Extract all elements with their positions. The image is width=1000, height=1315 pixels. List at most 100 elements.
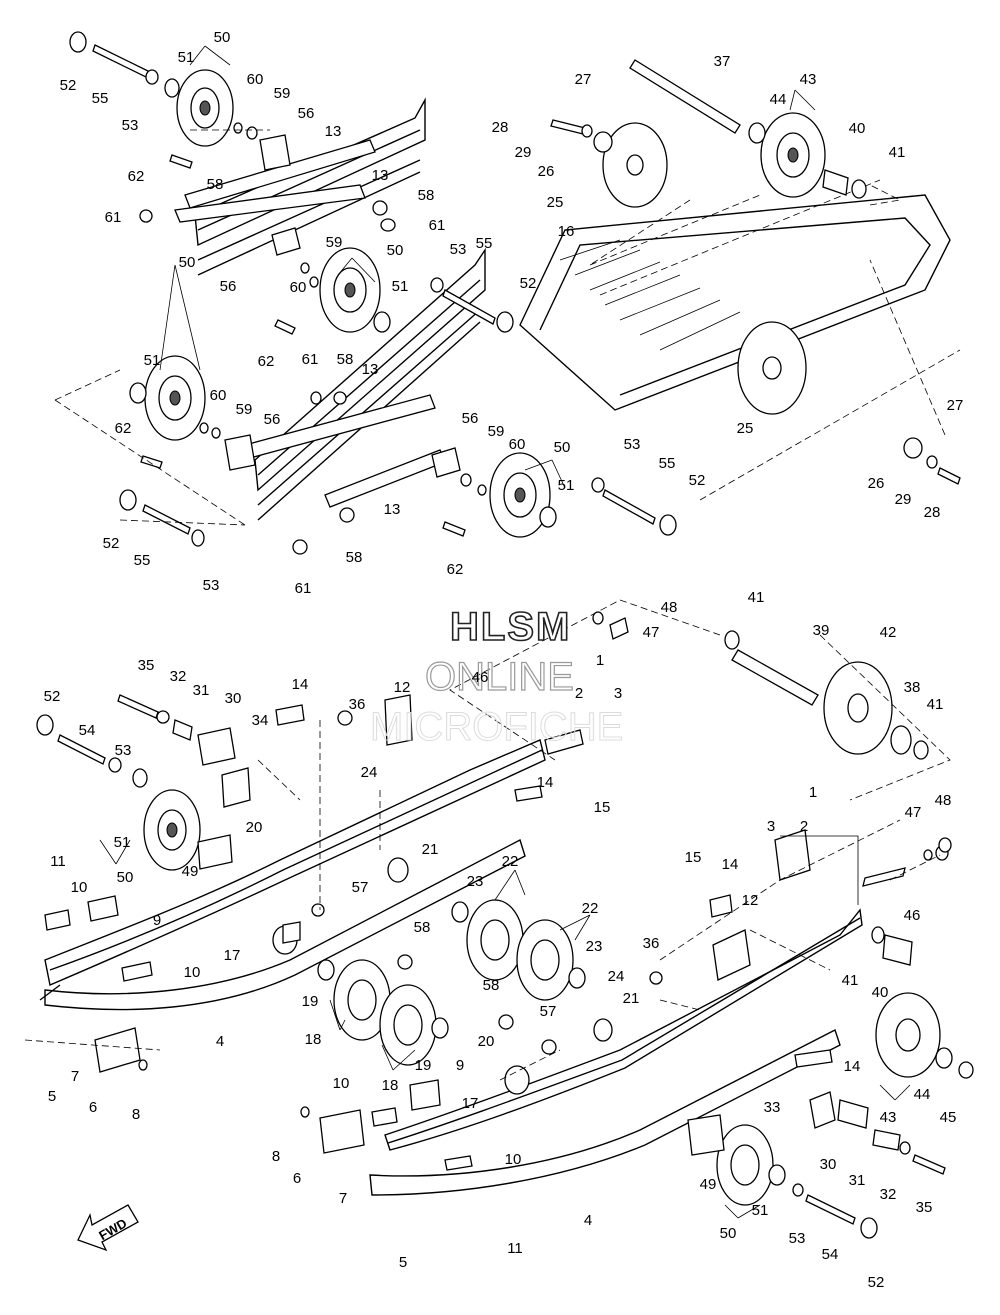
callout-41: 41	[889, 144, 906, 161]
callout-56: 56	[298, 105, 315, 122]
callout-8: 8	[272, 1148, 280, 1165]
callout-59: 59	[274, 85, 291, 102]
callout-55: 55	[92, 90, 109, 107]
callout-31: 31	[193, 682, 210, 699]
callout-51: 51	[114, 834, 131, 851]
callout-38: 38	[904, 679, 921, 696]
callout-4: 4	[584, 1212, 592, 1229]
callout-56: 56	[462, 410, 479, 427]
callout-57: 57	[540, 1003, 557, 1020]
callout-13: 13	[362, 361, 379, 378]
wheel-25-a	[602, 122, 668, 208]
callout-62: 62	[258, 353, 275, 370]
callout-14: 14	[844, 1058, 861, 1075]
callout-15: 15	[685, 849, 702, 866]
callout-8: 8	[132, 1106, 140, 1123]
callout-53: 53	[203, 577, 220, 594]
callout-52: 52	[60, 77, 77, 94]
callout-59: 59	[236, 401, 253, 418]
callout-47: 47	[905, 804, 922, 821]
callout-37: 37	[714, 53, 731, 70]
callout-10: 10	[333, 1075, 350, 1092]
callout-7: 7	[71, 1068, 79, 1085]
callout-53: 53	[115, 742, 132, 759]
wheel-50-b	[319, 247, 381, 333]
callout-59: 59	[488, 423, 505, 440]
callout-60: 60	[290, 279, 307, 296]
callout-5: 5	[48, 1088, 56, 1105]
callout-51: 51	[144, 352, 161, 369]
callout-30: 30	[820, 1156, 837, 1173]
callout-52: 52	[868, 1274, 885, 1291]
callout-43: 43	[800, 71, 817, 88]
callout-9: 9	[153, 912, 161, 929]
hardware-upper	[69, 31, 677, 555]
wheel-50-c	[144, 355, 206, 441]
callout-28: 28	[492, 119, 509, 136]
callout-35: 35	[138, 657, 155, 674]
callout-26: 26	[538, 163, 555, 180]
callout-50: 50	[214, 29, 231, 46]
callout-61: 61	[105, 209, 122, 226]
callout-58: 58	[346, 549, 363, 566]
axle-39	[731, 649, 819, 706]
leader-lines	[24, 45, 961, 1219]
callout-62: 62	[128, 168, 145, 185]
callout-27: 27	[575, 71, 592, 88]
callout-39: 39	[813, 622, 830, 639]
callout-53: 53	[624, 436, 641, 453]
callout-3: 3	[767, 818, 775, 835]
callout-46: 46	[904, 907, 921, 924]
callout-47: 47	[643, 624, 660, 641]
callout-48: 48	[935, 792, 952, 809]
wheel-50-d	[489, 452, 551, 538]
callout-14: 14	[292, 676, 309, 693]
upper-rail-1	[174, 97, 426, 276]
slide-rail-left	[39, 739, 546, 1011]
callout-59: 59	[326, 234, 343, 251]
callout-58: 58	[483, 977, 500, 994]
callout-21: 21	[623, 990, 640, 1007]
callout-61: 61	[295, 580, 312, 597]
hardware-rear	[550, 119, 961, 485]
callout-50: 50	[179, 254, 196, 271]
callout-41: 41	[927, 696, 944, 713]
callout-40: 40	[872, 984, 889, 1001]
callout-57: 57	[352, 879, 369, 896]
callout-60: 60	[247, 71, 264, 88]
callout-13: 13	[325, 123, 342, 140]
callout-40: 40	[849, 120, 866, 137]
callout-53: 53	[789, 1230, 806, 1247]
callout-20: 20	[246, 819, 263, 836]
callout-4: 4	[216, 1033, 224, 1050]
callout-51: 51	[178, 49, 195, 66]
callout-60: 60	[210, 387, 227, 404]
wheel-42	[823, 661, 893, 755]
callout-21: 21	[422, 841, 439, 858]
callout-24: 24	[361, 764, 378, 781]
wheel-22-b	[516, 919, 574, 1001]
watermark: HLSM ONLINE MICROFICHE	[370, 604, 624, 749]
callout-23: 23	[467, 873, 484, 890]
callout-36: 36	[349, 696, 366, 713]
callout-14: 14	[722, 856, 739, 873]
callout-32: 32	[170, 668, 187, 685]
callout-29: 29	[515, 144, 532, 161]
wheel-50-e	[143, 789, 201, 871]
callout-55: 55	[659, 455, 676, 472]
callout-55: 55	[476, 235, 493, 252]
callout-13: 13	[372, 167, 389, 184]
callout-19: 19	[302, 993, 319, 1010]
callout-34: 34	[252, 712, 269, 729]
watermark-line-1: HLSM	[450, 605, 571, 649]
callout-51: 51	[752, 1202, 769, 1219]
callout-42: 42	[880, 624, 897, 641]
callout-10: 10	[505, 1151, 522, 1168]
forward-arrow-icon: FWD	[77, 1204, 139, 1252]
callout-13: 13	[384, 501, 401, 518]
callout-5: 5	[399, 1254, 407, 1271]
callout-2: 2	[800, 818, 808, 835]
callout-27: 27	[947, 397, 964, 414]
callout-56: 56	[220, 278, 237, 295]
callout-10: 10	[71, 879, 88, 896]
